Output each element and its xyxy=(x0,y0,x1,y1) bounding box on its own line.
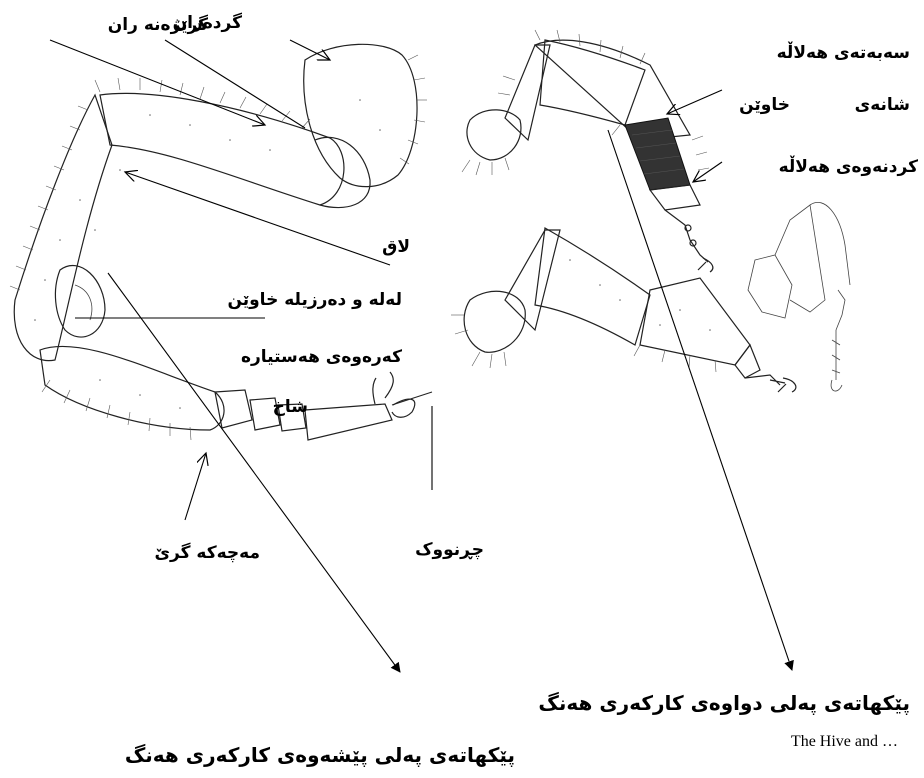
leader-sabata xyxy=(667,90,722,114)
strigilis-shape xyxy=(55,266,105,338)
pollen-basket-segment xyxy=(625,118,690,190)
coxa-shape xyxy=(304,44,417,186)
leader-lines xyxy=(50,40,792,672)
leader-hind-title xyxy=(608,130,792,670)
title-hind-leg: پێکهاتەی پەلی دواوەی کارکەری هەنگ xyxy=(538,691,910,716)
leader-front-title xyxy=(108,273,400,672)
hind-leg-illustration-top xyxy=(462,30,713,272)
leader-krdnaway xyxy=(693,162,722,182)
label-sabatay-halala: سەبەتەی هەلاڵە xyxy=(777,41,910,63)
tibia-shape xyxy=(14,95,112,361)
label-chrnok: چڕنووک xyxy=(415,540,484,560)
labels: گردەران گرێژەنە ران لاق لەلە و دەرزیلە خ… xyxy=(108,12,918,563)
label-lala-darzila: لەلە و دەرزیلە خاوێن xyxy=(227,290,402,310)
leader-grezhana-ran-2 xyxy=(165,40,305,128)
label-shanay: شانەی xyxy=(855,95,910,115)
trochanter-shape xyxy=(315,137,370,207)
hind-leg-illustration-bottom xyxy=(451,228,796,392)
label-krdnaway-halala: کردنەوەی هەلاڵە xyxy=(779,155,919,177)
label-shakh: شاخ xyxy=(273,397,308,417)
leader-laq xyxy=(125,172,390,265)
label-khawen: خاوێن xyxy=(739,95,790,115)
label-karaway-hastiyara: کەرەوەی هەستیارە xyxy=(241,347,402,367)
label-laq: لاق xyxy=(382,237,410,257)
hind-leg-outline-sketch xyxy=(748,202,850,391)
front-leg-hairs xyxy=(10,55,427,440)
basitarsus-shape xyxy=(40,346,224,430)
caption: The Hive and … xyxy=(791,733,898,750)
front-leg-illustration xyxy=(10,44,432,440)
title-front-leg: پێکهاتەی پەلی پێشەوەی کارکەری هەنگ xyxy=(125,743,515,768)
leader-machaka xyxy=(185,453,206,520)
femur-shape xyxy=(100,93,344,205)
label-grezhana-ran: گرێژەنە ران xyxy=(108,14,208,35)
label-machaka-gre: مەچەکە گرێ xyxy=(154,542,260,563)
